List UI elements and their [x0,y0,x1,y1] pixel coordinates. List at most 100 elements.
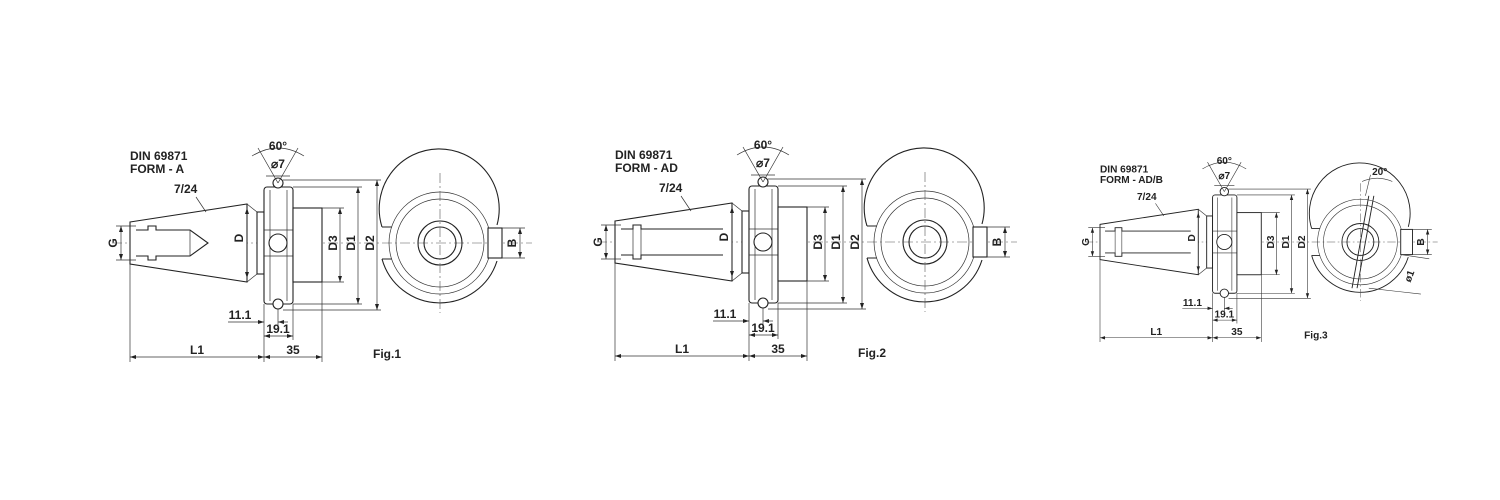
notch-bottom [757,297,769,309]
arrowhead [264,334,270,338]
g-label: G [1081,238,1092,246]
arrowhead [1100,336,1106,340]
taper-leader [195,196,207,213]
line [1356,195,1375,289]
taper-shank [614,202,733,282]
side-view-outer [378,148,500,304]
standard-label: DIN 69871 [130,149,188,163]
side-view-left-slot [382,226,392,260]
g-label: G [106,238,120,247]
arrowhead [823,207,827,213]
form-label: FORM - AD/B [1100,175,1163,186]
orientation-hole [1216,233,1233,251]
line [1368,287,1421,295]
l1-label: L1 [1150,327,1162,338]
line [1207,162,1225,192]
line [277,147,299,184]
form-label: FORM - A [130,162,185,176]
b-label: B [990,237,1004,246]
arrowhead [1196,266,1200,272]
taper-shank [129,203,248,283]
dim-35-label: 35 [1231,327,1243,338]
l1-label: L1 [675,342,689,356]
d3-label: D3 [1266,235,1277,248]
arrowhead [730,207,734,213]
through-bore [1105,227,1191,257]
arrowhead [841,186,845,192]
hole-diameter-label: ⌀7 [756,156,770,170]
angle-arc [736,146,790,156]
taper-label: 7/24 [659,181,683,195]
arrowhead [258,355,264,359]
side-view-left-slot [1311,228,1321,256]
flange-collar [1206,215,1214,269]
b-label: B [1416,238,1427,245]
arrowhead [1090,227,1095,233]
arrowhead [801,354,807,358]
figure-caption: Fig.1 [373,347,401,361]
key-slot-line [1351,195,1370,289]
angle-label-60: 60° [754,138,772,152]
through-bore [621,224,723,260]
arrowhead [245,208,249,214]
line [762,146,784,183]
d1-label: D1 [829,234,843,250]
angle-label-60: 60° [1217,156,1232,167]
arrowhead [823,275,827,281]
notch-bottom [1219,288,1229,298]
flange-collar [256,211,265,275]
arrowhead [615,354,621,358]
arrowhead [316,355,322,359]
drive-key [1400,228,1413,256]
arrowhead [1425,249,1430,255]
arrowhead [1305,189,1310,195]
arrowhead [119,254,123,260]
dim-19-1-label: 19.1 [1215,310,1235,321]
figure-caption: Fig.3 [1304,331,1328,342]
arrowhead [604,253,608,259]
arrowhead [749,354,755,358]
orientation-hole [753,232,773,252]
angle-label-60: 60° [269,139,287,153]
flange-collar [741,210,750,274]
arrowhead [1090,251,1095,257]
dim-11-1-label: 11.1 [1183,298,1202,309]
taper-label: 7/24 [174,182,198,196]
drive-key [972,226,988,258]
arrowhead [860,179,864,185]
key-angle-arc [1361,177,1393,182]
d-label: D [1187,234,1198,241]
d3-label: D3 [326,235,340,251]
arrowhead [1207,306,1213,311]
d3-label: D3 [811,234,825,250]
hub [292,207,323,283]
dim-19-1-label: 19.1 [751,321,775,335]
hole-diameter-label: ⌀7 [271,157,285,171]
arrowhead [287,334,293,338]
arrowhead [1305,293,1310,299]
arrowhead [338,208,342,214]
d1-label: D1 [1281,235,1292,248]
arrowhead [1289,194,1294,200]
line [1400,254,1430,260]
line [742,146,764,183]
arrowhead [772,333,778,337]
figure-caption: Fig.2 [858,346,886,360]
form-label: FORM - AD [615,161,678,175]
arrowhead [1256,336,1262,340]
taper-shank [1099,208,1199,276]
arrowhead [375,304,379,310]
arrowhead [375,180,379,186]
angle-arc [1202,161,1247,170]
line [731,202,743,212]
arrowhead [1003,251,1007,257]
taper-label: 7/24 [1137,192,1157,203]
arrowhead [1003,227,1007,233]
line [1224,162,1242,192]
line [1198,267,1207,275]
d1-label: D1 [344,235,358,251]
d-label: D [232,233,246,242]
standard-label: DIN 69871 [615,148,673,162]
